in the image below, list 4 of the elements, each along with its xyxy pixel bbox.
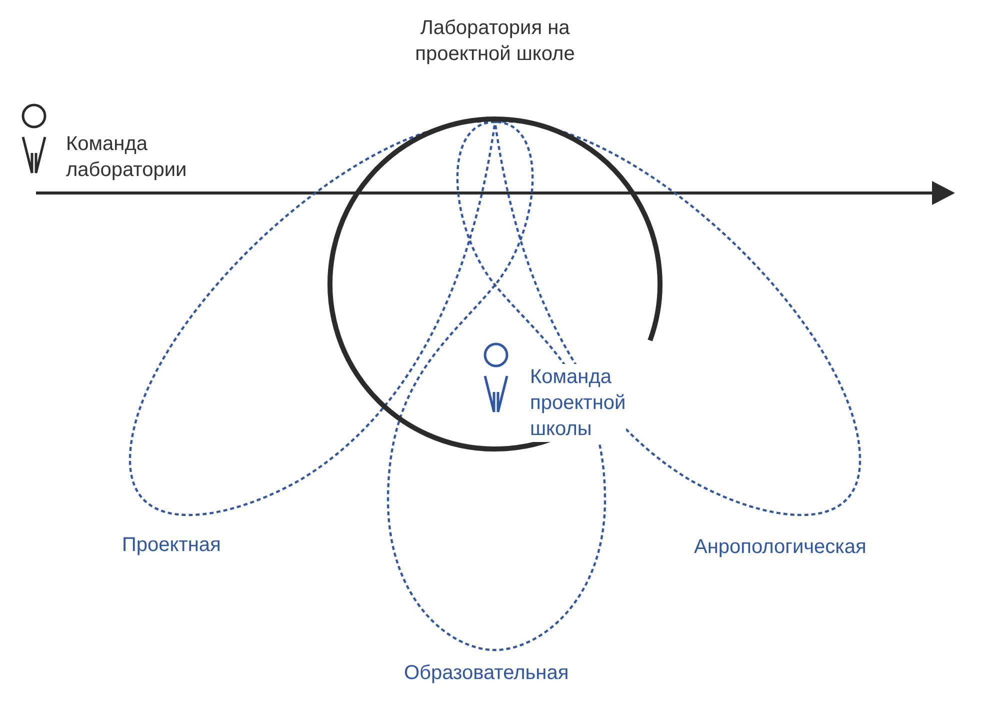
loop-label: Образовательная	[404, 661, 570, 686]
loop-label: Анропологическая	[694, 535, 868, 560]
circle-label: Лаборатория на проектной школе	[414, 16, 576, 67]
loop-label: Проектная	[122, 533, 222, 558]
